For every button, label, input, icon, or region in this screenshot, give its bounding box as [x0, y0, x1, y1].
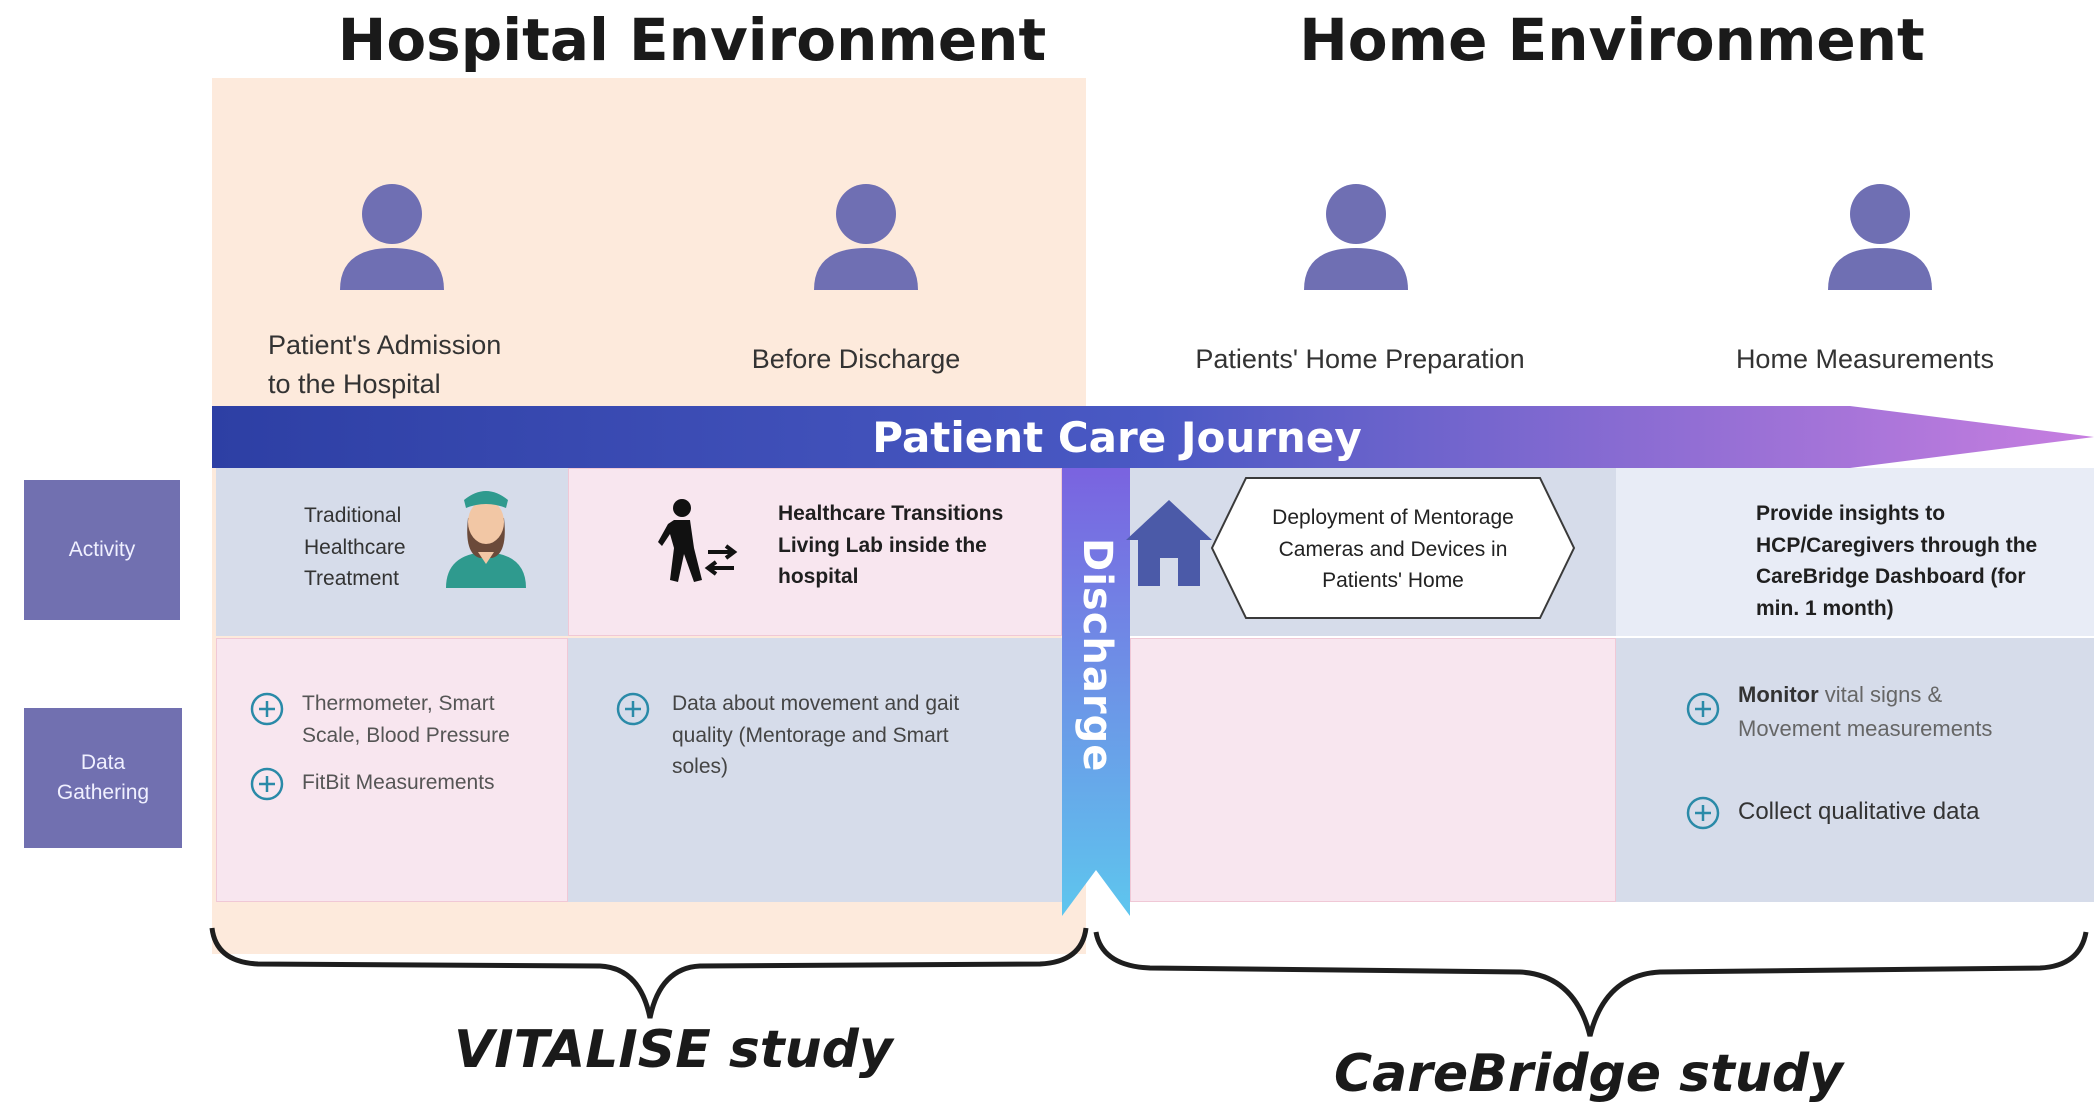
- list-item: Collect qualitative data: [1686, 796, 2086, 830]
- person-icon: [1828, 184, 1932, 290]
- stage-label-before-discharge: Before Discharge: [751, 344, 961, 374]
- data-cell-before-discharge: [568, 638, 1062, 902]
- plus-circle-icon: [250, 767, 284, 801]
- nurse-icon: [446, 491, 526, 588]
- list-item: Monitor vital signs & Movement measureme…: [1686, 678, 2086, 746]
- data-cell-home-preparation: [1130, 638, 1616, 902]
- plus-circle-icon: [1686, 796, 1720, 830]
- plus-circle-icon: [1686, 692, 1720, 726]
- study-label-carebridge: CareBridge study: [1334, 1044, 1844, 1104]
- data-list-home-measurements: Monitor vital signs & Movement measureme…: [1686, 678, 2086, 830]
- activity-cell-before-discharge: [568, 468, 1062, 636]
- deployment-hexagon: [1210, 477, 1576, 619]
- plus-circle-icon: [250, 692, 284, 726]
- home-environment-title: Home Environment: [1299, 6, 1925, 74]
- hospital-environment-title: Hospital Environment: [337, 6, 1047, 74]
- stage-label-home-measurements: Home Measurements: [1735, 344, 1995, 374]
- study-label-vitalise: VITALISE study: [454, 1020, 893, 1080]
- plus-circle-icon: [616, 692, 650, 726]
- walking-person-icon: [658, 499, 738, 582]
- person-icon: [340, 184, 444, 290]
- row-label-activity: Activity: [24, 480, 180, 620]
- data-cell-home-measurements: [1616, 638, 2094, 902]
- activity-cell-home-measurements: [1616, 468, 2094, 636]
- activity-cell-admission: [216, 468, 568, 636]
- stage-label-home-preparation: Patients' Home Preparation: [1195, 344, 1525, 374]
- person-icon: [1304, 184, 1408, 290]
- list-item: FitBit Measurements: [250, 767, 550, 801]
- house-icon: [1126, 500, 1212, 586]
- journey-label: Patient Care Journey: [872, 412, 1362, 462]
- discharge-label: Discharge: [1074, 538, 1120, 773]
- person-icon: [814, 184, 918, 290]
